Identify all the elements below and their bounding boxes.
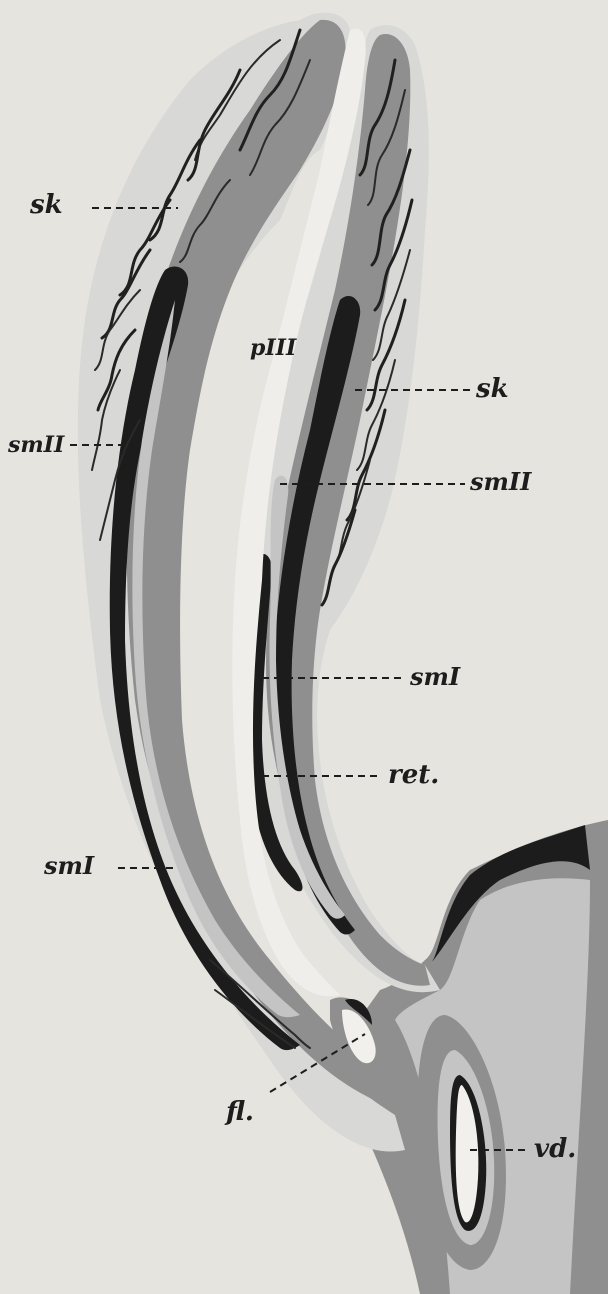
label-vd: vd. [534, 1134, 576, 1164]
label-ret: ret. [388, 760, 439, 790]
label-sk-left: sk [29, 190, 63, 220]
label-p-three: pIII [250, 335, 297, 361]
label-sm-two-right: smII [469, 467, 532, 496]
label-fl: fl. [224, 1097, 254, 1127]
label-sm-one-left: smI [43, 851, 95, 880]
label-sm-two-left: smII [7, 432, 65, 458]
label-sk-right: sk [475, 374, 509, 404]
label-sm-one-right: smI [409, 662, 461, 691]
